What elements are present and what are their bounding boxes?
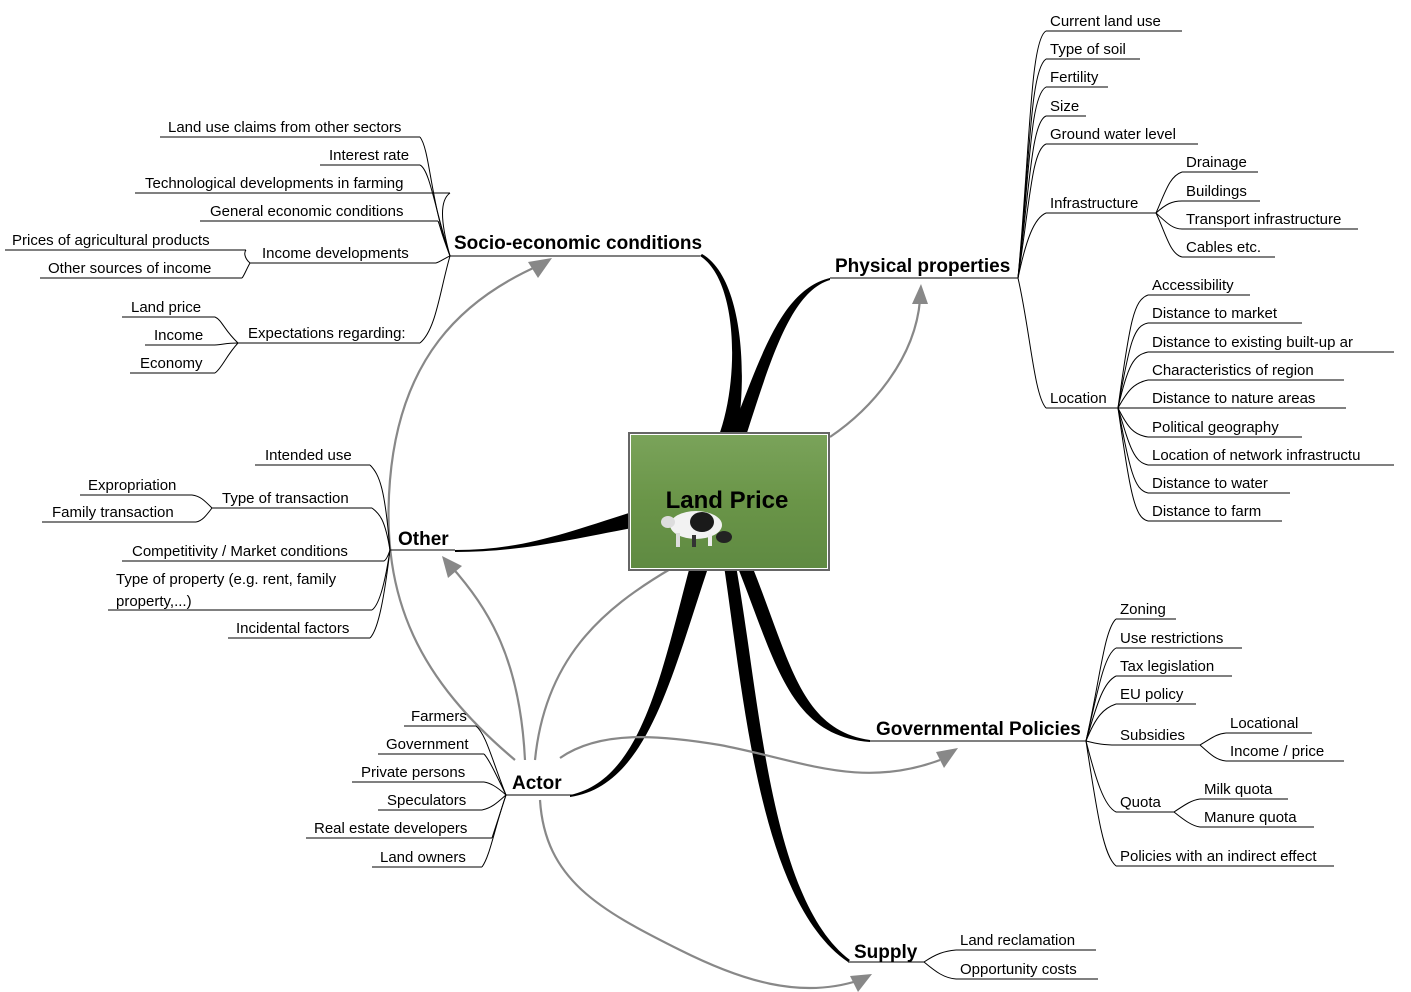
branch-physical-properties: Physical properties Current land use Typ…	[830, 13, 1394, 522]
other-item-type-of-property-line1: Type of property (e.g. rent, family	[116, 571, 337, 588]
policy-item-tax-legislation: Tax legislation	[1120, 658, 1214, 675]
location-item-distance-built-up: Distance to existing built-up ar	[1152, 334, 1353, 351]
arrowhead-physical	[912, 284, 928, 304]
location-item-distance-farm: Distance to farm	[1152, 503, 1261, 520]
quota-item-manure: Manure quota	[1204, 809, 1297, 826]
arrow-center-physical	[829, 299, 922, 438]
arrow-actor-center	[533, 567, 673, 761]
subsidy-item-locational: Locational	[1230, 715, 1298, 732]
branch-socio-economic: Socio-economic conditions Land use claim…	[5, 119, 702, 374]
physical-item-location: Location	[1050, 390, 1107, 407]
policy-item-quota: Quota	[1120, 794, 1162, 811]
branch-governmental-policies: Governmental Policies Zoning Use restric…	[870, 601, 1344, 867]
other-item-intended-use: Intended use	[265, 447, 352, 464]
relation-arrows	[387, 258, 958, 992]
physical-item-infrastructure: Infrastructure	[1050, 195, 1138, 212]
policy-item-use-restrictions: Use restrictions	[1120, 630, 1223, 647]
socio-item-expectations: Expectations regarding:	[248, 325, 406, 342]
policy-item-subsidies: Subsidies	[1120, 727, 1185, 744]
actor-item-private-persons: Private persons	[361, 764, 465, 781]
socio-item-land-use-claims: Land use claims from other sectors	[168, 119, 401, 136]
physical-properties-label: Physical properties	[835, 256, 1010, 277]
physical-item-type-of-soil: Type of soil	[1050, 41, 1126, 58]
other-item-incidental-factors: Incidental factors	[236, 620, 349, 637]
other-item-type-of-transaction: Type of transaction	[222, 490, 349, 507]
arrow-actor-governmental	[559, 736, 941, 774]
socio-item-interest-rate: Interest rate	[329, 147, 409, 164]
location-item-distance-nature: Distance to nature areas	[1152, 390, 1315, 407]
grass-image	[631, 435, 827, 568]
physical-item-current-land-use: Current land use	[1050, 13, 1161, 30]
socio-item-general-economic-conditions: General economic conditions	[210, 203, 403, 220]
branch-line-other	[455, 512, 632, 552]
arrowhead-governmental	[936, 748, 958, 768]
infrastructure-item-transport: Transport infrastructure	[1186, 211, 1341, 228]
location-item-political-geography: Political geography	[1152, 419, 1279, 436]
branch-line-socio	[700, 254, 742, 440]
supply-item-opportunity-costs: Opportunity costs	[960, 961, 1077, 978]
location-item-accessibility: Accessibility	[1152, 277, 1234, 294]
supply-item-land-reclamation: Land reclamation	[960, 932, 1075, 949]
expectation-item-economy: Economy	[140, 355, 203, 372]
actor-label: Actor	[512, 773, 562, 794]
branch-line-actor	[570, 566, 708, 797]
actor-item-government: Government	[386, 736, 469, 753]
cow-icon	[661, 511, 732, 547]
arrow-actor-other	[449, 564, 527, 761]
arrow-actor-supply	[538, 799, 861, 990]
arrowhead-supply	[850, 974, 872, 992]
policy-item-zoning: Zoning	[1120, 601, 1166, 618]
transaction-item-expropriation: Expropriation	[88, 477, 176, 494]
arrowhead-socio	[528, 258, 552, 278]
branch-line-governmental	[738, 566, 870, 742]
arrow-actor-socio	[387, 263, 541, 761]
physical-item-fertility: Fertility	[1050, 69, 1099, 86]
location-item-distance-market: Distance to market	[1152, 305, 1278, 322]
expectation-item-land-price: Land price	[131, 299, 201, 316]
branch-supply: Supply Land reclamation Opportunity cost…	[848, 932, 1098, 980]
branch-line-supply	[724, 566, 850, 962]
infrastructure-item-buildings: Buildings	[1186, 183, 1247, 200]
governmental-policies-label: Governmental Policies	[876, 719, 1081, 740]
quota-item-milk: Milk quota	[1204, 781, 1273, 798]
socio-economic-label: Socio-economic conditions	[454, 233, 702, 254]
income-item-other-sources: Other sources of income	[48, 260, 211, 277]
expectation-item-income: Income	[154, 327, 203, 344]
branch-other: Other Intended use Type of transaction C…	[42, 447, 455, 639]
other-item-type-of-property-line2: property,...)	[116, 593, 192, 610]
center-title: Land Price	[666, 487, 789, 514]
other-label: Other	[398, 529, 449, 550]
branch-line-physical	[728, 278, 830, 442]
infrastructure-item-drainage: Drainage	[1186, 154, 1247, 171]
actor-item-real-estate-developers: Real estate developers	[314, 820, 467, 837]
location-item-characteristics-region: Characteristics of region	[1152, 362, 1314, 379]
location-item-distance-water: Distance to water	[1152, 475, 1268, 492]
other-item-competitivity: Competitivity / Market conditions	[132, 543, 348, 560]
main-branches	[455, 254, 870, 962]
location-item-network-infrastructure: Location of network infrastructu	[1152, 447, 1360, 464]
physical-item-ground-water-level: Ground water level	[1050, 126, 1176, 143]
socio-item-technological-developments: Technological developments in farming	[145, 175, 403, 192]
actor-item-speculators: Speculators	[387, 792, 466, 809]
policy-item-indirect-effect: Policies with an indirect effect	[1120, 848, 1317, 865]
branch-actor: Actor Farmers Government Private persons…	[306, 708, 572, 868]
transaction-item-family: Family transaction	[52, 504, 174, 521]
socio-item-income-developments: Income developments	[262, 245, 409, 262]
arrowhead-other	[442, 556, 462, 578]
subsidy-item-income-price: Income / price	[1230, 743, 1324, 760]
center-node: Land Price	[628, 432, 830, 571]
physical-item-size: Size	[1050, 98, 1079, 115]
infrastructure-item-cables: Cables etc.	[1186, 239, 1261, 256]
actor-item-farmers: Farmers	[411, 708, 467, 725]
actor-item-land-owners: Land owners	[380, 849, 466, 866]
supply-label: Supply	[854, 942, 918, 963]
income-item-prices-agricultural: Prices of agricultural products	[12, 232, 210, 249]
policy-item-eu-policy: EU policy	[1120, 686, 1184, 703]
